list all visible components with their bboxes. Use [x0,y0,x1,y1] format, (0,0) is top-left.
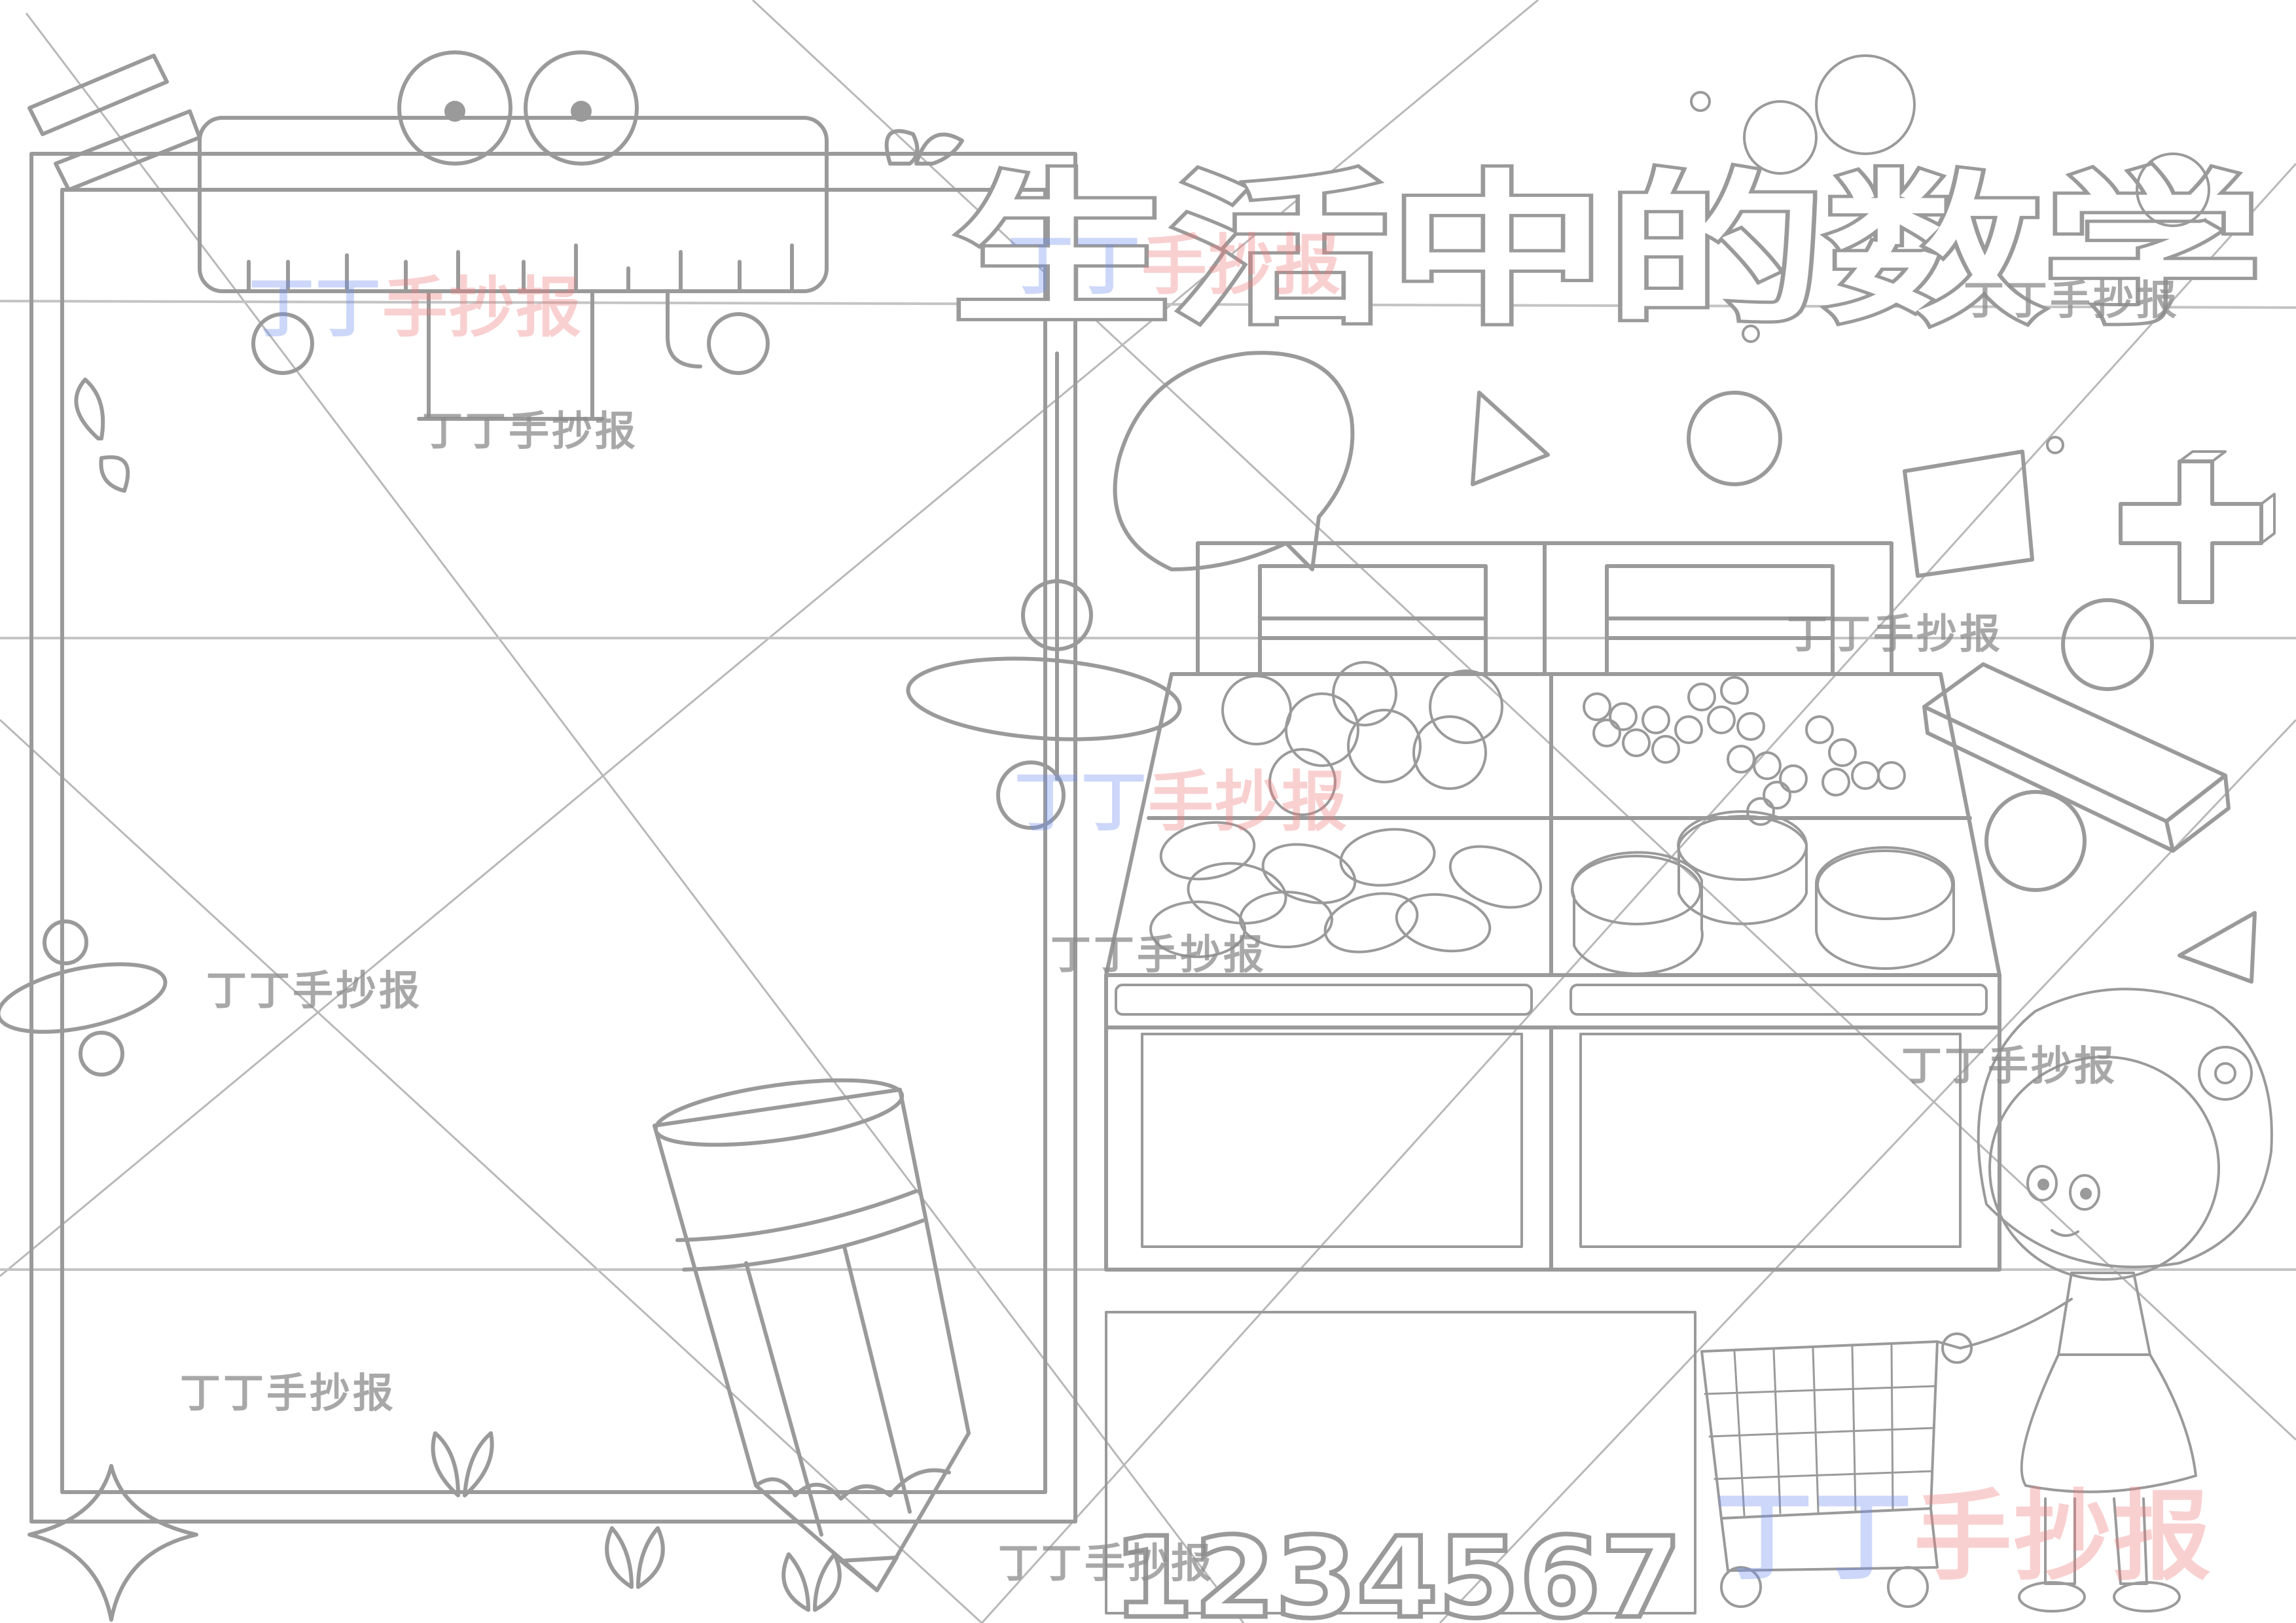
color-watermark: 丁丁手抄报 [1014,764,1348,840]
watermark: 丁丁手抄报 [1964,276,2179,324]
left-writing-frame [29,152,1077,1524]
page-title: 生活中的数学 [952,156,2261,346]
watermarks: 丁丁手抄报 丁丁手抄报 丁丁手抄报 丁丁手抄报 丁丁手抄报 丁丁手抄报 丁丁手抄… [180,276,2179,1587]
connector-rod [906,351,1182,830]
color-watermark: 丁丁手抄报 [1008,227,1342,304]
grapes [1583,676,1906,826]
numbers-strip: 1234567 [1113,1514,1682,1623]
watermark: 丁丁手抄报 [180,1369,396,1417]
blank-label-box [1105,1311,1696,1614]
title-group: 生活中的数学 [949,54,2265,349]
color-watermark: 丁丁手抄报 [249,270,583,346]
sparkle-star [27,1464,198,1622]
girl-with-cart [1700,988,2273,1613]
geometric-shapes [1471,91,2276,984]
watermelons [1571,810,1955,975]
color-watermark: 丁丁手抄报 [1715,1480,2212,1594]
watermark: 丁丁手抄报 [422,407,638,455]
lemons [1149,821,1543,958]
watermark: 丁丁手抄报 [1901,1042,2117,1090]
watermark: 丁丁手抄报 [1050,931,1266,978]
apples [1221,661,1503,816]
watermark: 丁丁手抄报 [998,1539,1214,1587]
speech-bubble [1113,351,1355,571]
pencil-illustration [653,1078,971,1592]
fruit-stand [1104,541,2001,1272]
color-watermarks: 丁丁手抄报 丁丁手抄报 丁丁手抄报 丁丁手抄报 [249,227,2212,1594]
ruler-monster-header [198,50,829,421]
watermark: 丁丁手抄报 [206,967,422,1014]
stripe-decoration [27,54,202,192]
left-bubbles [0,919,168,1077]
watermark: 丁丁手抄报 [1787,610,2003,658]
